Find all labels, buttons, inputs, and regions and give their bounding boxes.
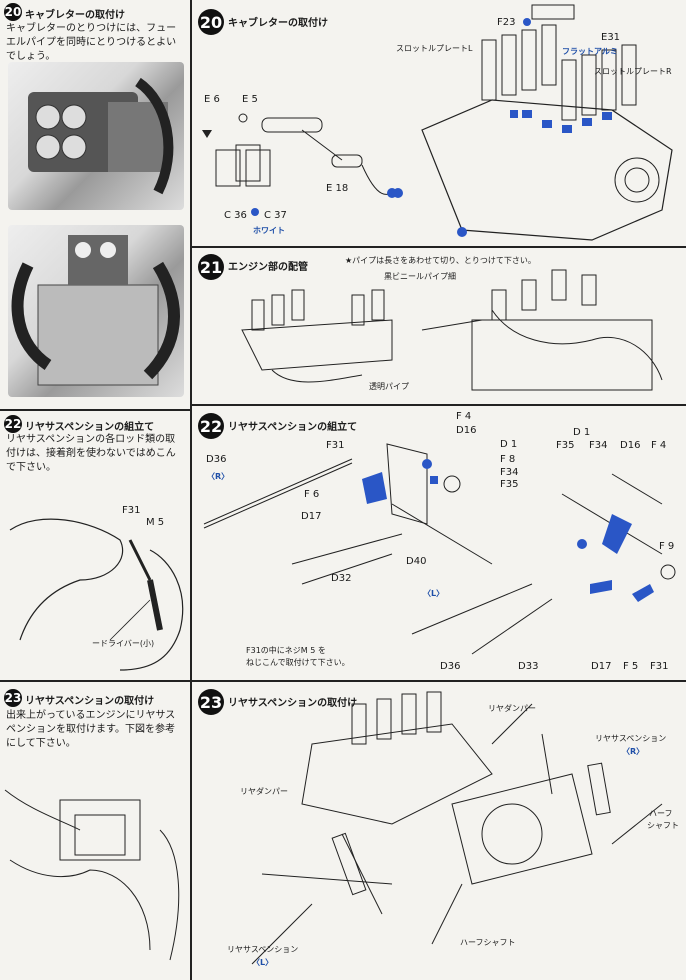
step-note-21: ★パイプは長さをあわせて切り、とりつけて下さい。 <box>345 256 536 265</box>
step-title-23-right: リヤサスペンションの取付け <box>228 698 358 709</box>
step-title-20-right: キャブレターの取付け <box>228 18 328 29</box>
label-d40: D40 <box>406 556 427 567</box>
label-f23: F23 <box>497 17 516 28</box>
label-m5-left: M 5 <box>146 517 165 528</box>
label-flat-alumi: フラットアルミ <box>562 47 618 56</box>
step-number-21: 21 <box>198 254 224 280</box>
label-f6: F 6 <box>304 489 320 500</box>
step-title-20-left: キャブレターの取付け <box>25 10 125 21</box>
step-number-22-left: 22 <box>4 415 22 433</box>
label-d36: D36 <box>206 454 227 465</box>
label-f31: F31 <box>326 440 345 451</box>
note-line: でしょう。 <box>6 51 56 62</box>
step-note-22-left: リヤサスペンションの各ロッド類の取 付けは、接着剤を使わないではめこん で下さい… <box>6 433 188 475</box>
label-f4: F 4 <box>456 411 472 422</box>
note-line: リヤサスペンションの各ロッド類の取 <box>6 434 176 445</box>
step-title-23-left: リヤサスペンションの取付け <box>25 696 155 707</box>
label-e6: E 6 <box>204 94 220 105</box>
label-e18: E 18 <box>326 183 349 194</box>
note-line: ねじこんで取付けて下さい。 <box>246 658 350 667</box>
label-d1-right: D 1 <box>573 427 591 438</box>
label-screwdriver: ードライバー(小) <box>92 639 155 648</box>
note-line: にして下さい。 <box>6 738 76 749</box>
label-e31: E31 <box>601 32 621 43</box>
note-line: で下さい。 <box>6 462 56 473</box>
note-line: エルパイプを同時にとりつけるとよい <box>6 37 177 48</box>
label-f34: F34 <box>500 467 519 478</box>
label-black-pipe: 黒ビニールパイプ細 <box>384 272 456 281</box>
label-f31-left: F31 <box>122 505 141 516</box>
label-halfshaft-r-2: シャフト <box>647 821 679 830</box>
suspension-mounting-diagram <box>251 691 663 965</box>
label-r-side: 〈R〉 <box>207 472 230 481</box>
engine-photo-bottom <box>8 225 184 397</box>
label-d32: D32 <box>331 573 352 584</box>
column-divider <box>190 0 192 980</box>
carburetor-diagram <box>202 4 673 241</box>
step-title-21: エンジン部の配管 <box>228 262 308 273</box>
step-note-22-right: F31の中にネジM 5 を ねじこんで取付けて下さい。 <box>246 645 350 669</box>
hands-mounting-illustration <box>4 789 180 961</box>
label-r-tag: 〈R〉 <box>622 747 645 756</box>
label-rear-damper-top: リヤダンパー <box>488 704 536 713</box>
label-f34-right: F34 <box>589 440 608 451</box>
step-note-23-left: 出来上がっているエンジンにリヤサス ペンションを取付けます。下図を参考 にして下… <box>6 709 188 751</box>
label-d17-right: D17 <box>591 661 612 672</box>
label-rear-damper-left: リヤダンパー <box>240 787 288 796</box>
label-d17: D17 <box>301 511 322 522</box>
divider-left-2 <box>0 680 190 682</box>
rear-suspension-assembly-diagram <box>203 443 676 655</box>
label-f4-right: F 4 <box>651 440 667 451</box>
label-halfshaft-r-1: ハーフ <box>649 809 673 818</box>
label-rear-suspension-r: リヤサスペンション <box>595 734 667 743</box>
label-d16: D16 <box>456 425 477 436</box>
note-line: F31の中にネジM 5 を <box>246 646 326 655</box>
label-white: ホワイト <box>253 226 285 235</box>
label-l-tag: 〈L〉 <box>252 958 274 967</box>
note-line: 付けは、接着剤を使わないではめこん <box>6 448 176 459</box>
step-title-22-left: リヤサスペンションの組立て <box>25 422 155 433</box>
label-d1: D 1 <box>500 439 518 450</box>
step-number-23-right: 23 <box>198 689 224 715</box>
label-throttle-r: スロットルプレートR <box>594 67 672 76</box>
step-note-20-left: キャブレターのとりつけには、フュー エルパイプを同時にとりつけるとよい でしょう… <box>6 22 188 64</box>
e6-nut <box>202 130 212 138</box>
note-line: キャブレターのとりつけには、フュー <box>6 23 177 34</box>
divider-right-2 <box>192 404 686 406</box>
hands-screwdriver-illustration <box>9 518 184 671</box>
divider-right-1 <box>192 246 686 248</box>
label-f5: F 5 <box>623 661 639 672</box>
label-e5: E 5 <box>242 94 258 105</box>
label-c36: C 36 <box>224 210 247 221</box>
label-f8: F 8 <box>500 454 516 465</box>
label-halfshaft-bottom: ハーフシャフト <box>460 938 516 947</box>
label-f35: F35 <box>500 479 519 490</box>
step-number-20-left: 20 <box>4 3 22 21</box>
piping-diagram <box>241 269 663 391</box>
label-throttle-l: スロットルプレートL <box>396 44 473 53</box>
engine-photo-bottom-illustration <box>11 235 180 386</box>
label-d16-right: D16 <box>620 440 641 451</box>
divider-right-3 <box>192 680 686 682</box>
engine-photo-top <box>8 62 184 210</box>
step-title-22-right: リヤサスペンションの組立て <box>228 422 358 433</box>
note-line: ペンションを取付けます。下図を参考 <box>6 724 175 735</box>
label-f9: F 9 <box>659 541 675 552</box>
note-line: 出来上がっているエンジンにリヤサス <box>6 710 176 721</box>
engine-photo-top-illustration <box>28 77 174 195</box>
label-l-side: 〈L〉 <box>423 589 445 598</box>
label-f35-right: F35 <box>556 440 575 451</box>
label-d36-right: D36 <box>440 661 461 672</box>
label-c37: C 37 <box>264 210 287 221</box>
label-f31-right: F31 <box>650 661 669 672</box>
step-number-23-left: 23 <box>4 689 22 707</box>
label-rear-suspension-l: リヤサスペンション <box>227 945 299 954</box>
divider-left-1 <box>0 409 190 411</box>
step-number-20-right: 20 <box>198 9 224 35</box>
label-clear-pipe: 透明パイプ <box>369 382 409 391</box>
label-d33: D33 <box>518 661 539 672</box>
step-number-22-right: 22 <box>198 413 224 439</box>
